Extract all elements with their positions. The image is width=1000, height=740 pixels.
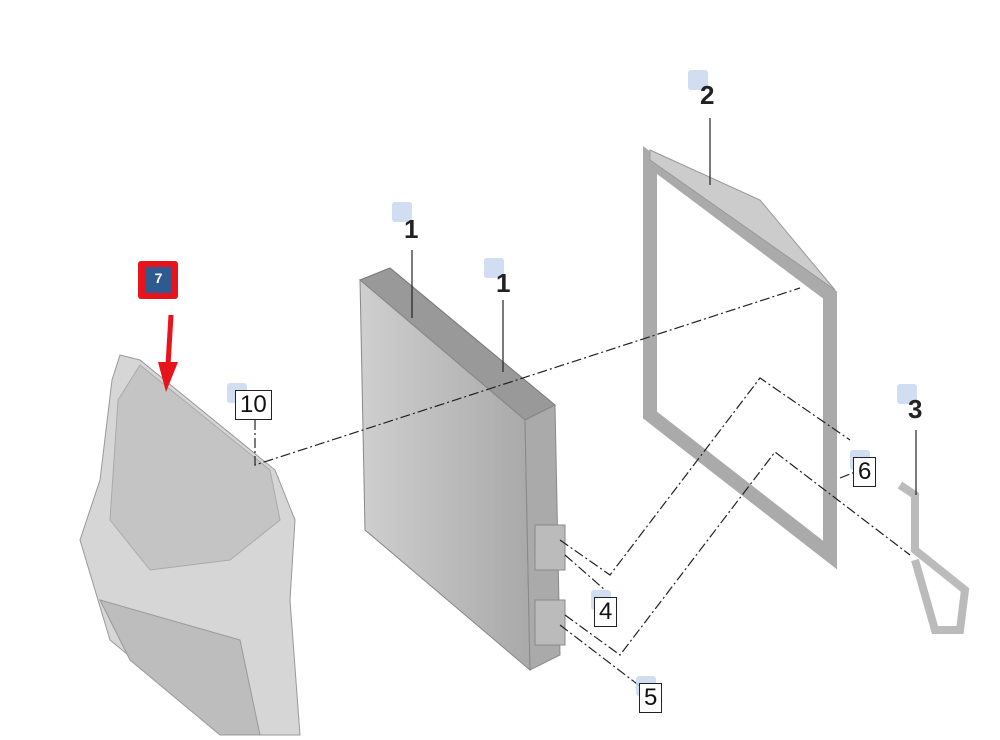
highlight-arrow	[158, 314, 178, 392]
radiator-frame-part[interactable]	[643, 146, 837, 570]
callout-1b[interactable]: 1	[496, 268, 511, 298]
marker-square	[688, 70, 708, 90]
callout-3[interactable]: 3	[908, 394, 923, 424]
callout-6[interactable]: 6	[853, 457, 877, 487]
callout-1a[interactable]: 1	[404, 214, 419, 244]
callout-5[interactable]: 5	[639, 683, 663, 713]
condenser-part[interactable]	[359, 267, 566, 672]
marker-square	[484, 258, 504, 278]
marker-square	[897, 384, 917, 404]
callout-4[interactable]: 4	[594, 597, 618, 627]
callout-2[interactable]: 2	[700, 80, 715, 110]
leader-lines	[254, 118, 917, 691]
callout-10[interactable]: 10	[235, 390, 272, 420]
callout-7-label: 7	[145, 267, 172, 293]
highlighted-callout-7[interactable]: 7	[138, 261, 178, 299]
air-duct-part[interactable]	[79, 354, 301, 736]
marker-square	[392, 202, 412, 222]
pipe-part[interactable]	[897, 481, 970, 634]
